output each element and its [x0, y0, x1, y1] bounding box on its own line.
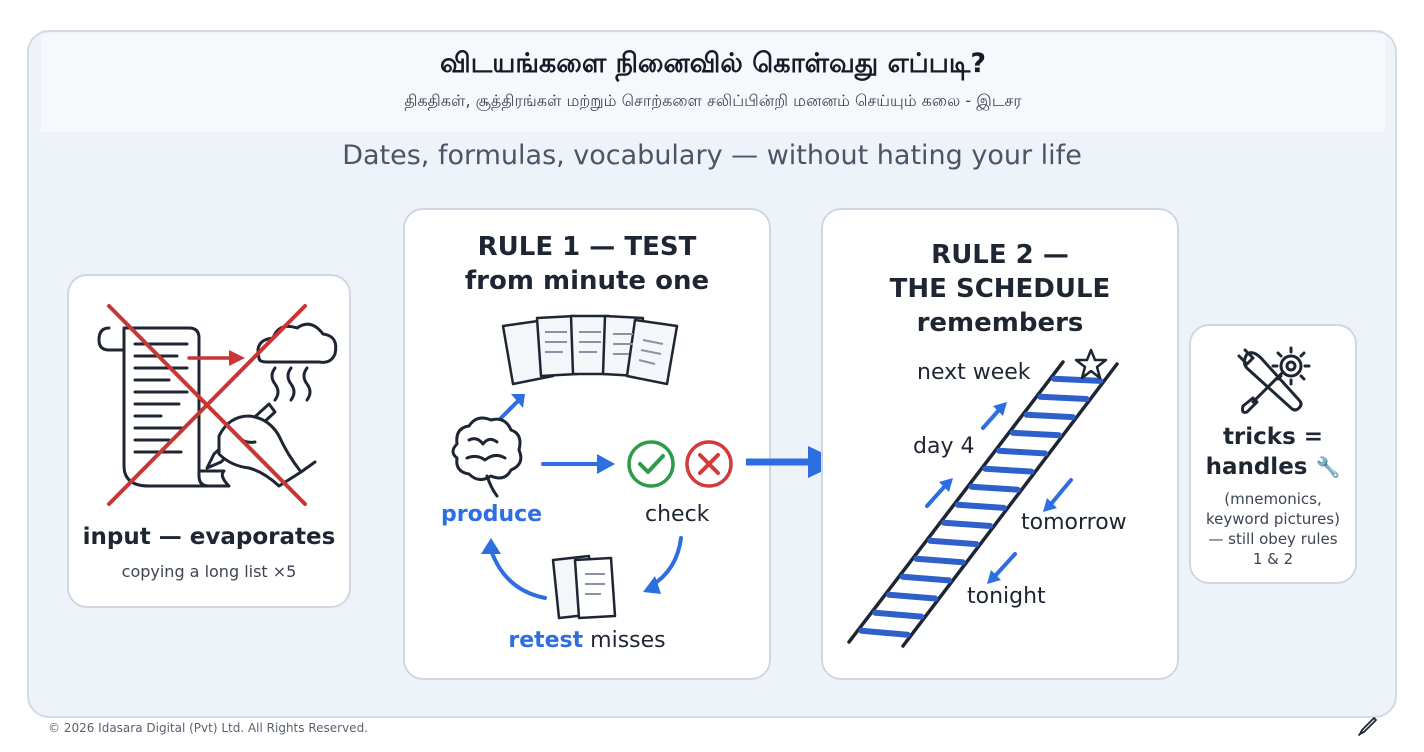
- ladder-rung: [913, 555, 966, 566]
- arrow-up-left: [489, 548, 547, 600]
- ladder-rung: [886, 591, 939, 602]
- ladder-rung: [858, 627, 911, 638]
- ladder-rung: [941, 519, 994, 529]
- pen-nib-icon: [1358, 717, 1377, 736]
- panel-input: input — evaporates copying a long list ×…: [67, 274, 351, 608]
- x-circle-icon: [685, 440, 733, 488]
- tricks-title-line1: tricks =: [1222, 424, 1324, 450]
- english-subtitle: Dates, formulas, vocabulary — without ha…: [342, 140, 1082, 171]
- ladder-step-day-4: day 4: [913, 434, 975, 459]
- scroll-list-icon: [97, 326, 231, 488]
- panel-tricks: tricks = handles 🔧 (mnemonics, keyword p…: [1189, 324, 1357, 584]
- tricks-note-line1: (mnemonics,: [1224, 490, 1322, 508]
- ladder-rung: [1037, 393, 1090, 403]
- misses-word: misses: [583, 628, 666, 653]
- wrench-icon: 🔧: [1315, 455, 1341, 479]
- copyright-footer: © 2026 Idasara Digital (Pvt) Ltd. All Ri…: [48, 721, 368, 735]
- input-illustration: [97, 304, 338, 506]
- panel-rule1: RULE 1 — TEST from minute one: [403, 208, 771, 680]
- ladder-step-tomorrow: tomorrow: [1021, 510, 1127, 535]
- check-label: check: [645, 502, 710, 527]
- cycle-arrow-up: [499, 398, 521, 420]
- rule1-title-line1: RULE 1 — TEST: [477, 232, 697, 262]
- ladder-rung: [996, 447, 1049, 457]
- ladder-rung: [954, 501, 1007, 511]
- ladder-step-tonight: tonight: [967, 584, 1046, 609]
- tricks-note-line2: keyword pictures): [1206, 510, 1340, 528]
- ladder-rung: [872, 609, 925, 620]
- star-icon: [1074, 348, 1108, 380]
- retest-word: retest: [508, 628, 584, 653]
- tricks-note-line3: — still obey rules: [1208, 530, 1338, 548]
- ladder-icon: [847, 348, 1119, 648]
- ladder-rung: [899, 573, 952, 584]
- input-caption: copying a long list ×5: [121, 562, 297, 581]
- brain-icon: [451, 416, 523, 498]
- ladder-rung: [1051, 375, 1104, 384]
- tricks-note-line4: 1 & 2: [1252, 550, 1294, 568]
- panel-rule2: RULE 2 — THE SCHEDULE remembers next wee…: [821, 208, 1179, 680]
- tricks-title-line2: handles 🔧: [1191, 454, 1355, 480]
- flashcards-icon: [501, 314, 679, 386]
- header: விடயங்களை நினைவில் கொள்வது எப்படி? திகதி…: [41, 34, 1385, 132]
- retest-label: retest misses: [405, 628, 769, 653]
- tamil-subtitle: திகதிகள், சூத்திரங்கள் மற்றும் சொற்களை ச…: [404, 91, 1022, 110]
- ladder-rung: [1009, 429, 1062, 439]
- check-circle-icon: [627, 440, 675, 488]
- red-arrow: [187, 350, 245, 366]
- produce-label: produce: [441, 502, 543, 527]
- ladder-step-next-week: next week: [917, 360, 1031, 385]
- evaporating-cloud-icon: [256, 322, 338, 402]
- tools-icon: [1237, 346, 1311, 414]
- writing-hand-icon: [205, 402, 317, 488]
- input-title: input — evaporates: [82, 524, 336, 550]
- rule2-title-line1: RULE 2 —: [931, 240, 1069, 270]
- ladder-rung: [1023, 411, 1076, 421]
- card-stack-icon: [551, 554, 617, 620]
- rule1-title-line2: from minute one: [464, 266, 710, 296]
- rule1-cycle-diagram: [451, 314, 733, 620]
- ladder-rung: [968, 483, 1021, 493]
- page-title: விடயங்களை நினைவில் கொள்வது எப்படி?: [439, 48, 987, 79]
- tricks-handles-text: handles: [1205, 454, 1308, 480]
- rule2-title-line2: THE SCHEDULE: [889, 274, 1111, 304]
- cross-out-icon: [107, 304, 307, 506]
- ladder-rung: [927, 537, 980, 548]
- ladder-rung: [982, 465, 1035, 475]
- rule2-title-line3: remembers: [916, 308, 1084, 338]
